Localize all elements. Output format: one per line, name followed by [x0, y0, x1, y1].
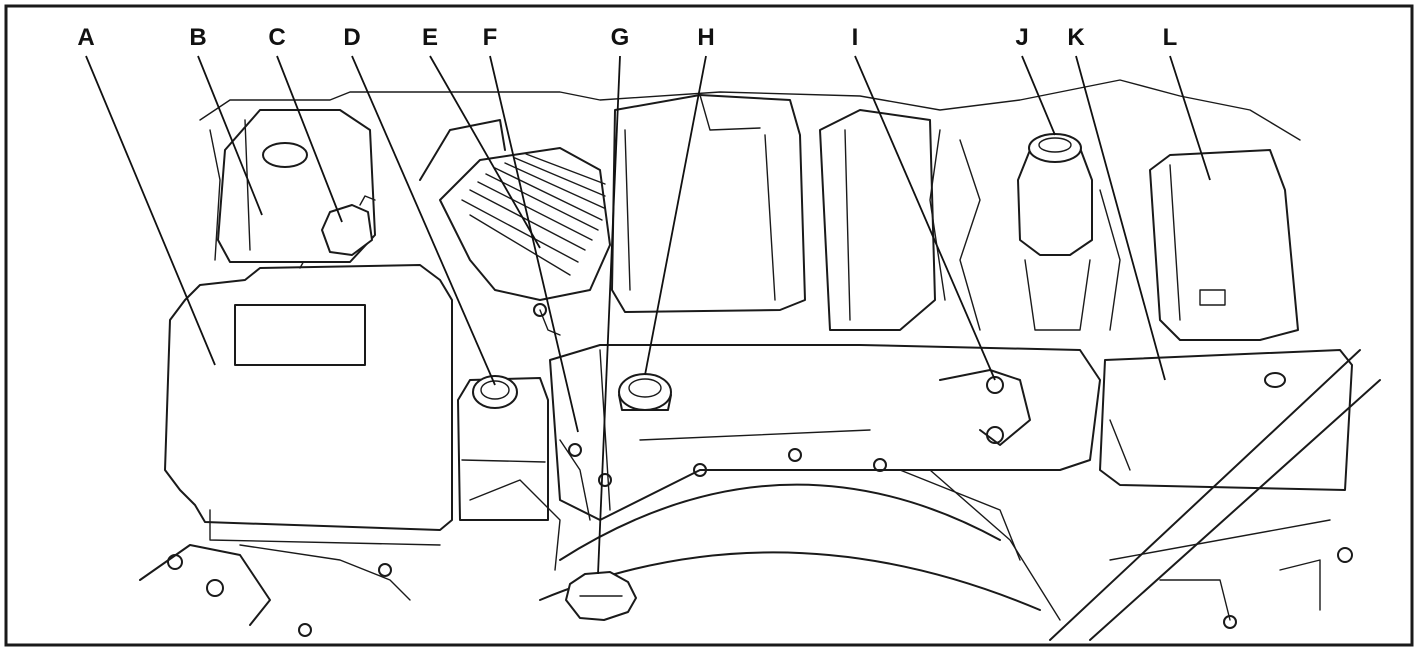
callout-label-d: D [343, 24, 360, 51]
callout-label-c: C [268, 24, 285, 51]
callout-labels: A B C D E F G H I J K L [77, 24, 1177, 51]
leader-line-h [644, 55, 707, 376]
leader-line-j [1021, 55, 1056, 136]
callout-label-b: B [189, 24, 206, 51]
leader-line-i [854, 55, 996, 381]
callout-label-g: G [611, 24, 630, 51]
power-steering-reservoir [1017, 133, 1093, 331]
callout-label-j: J [1015, 24, 1028, 51]
leader-line-c [276, 55, 343, 223]
callout-label-a: A [77, 24, 94, 51]
fender-rails [1049, 349, 1381, 641]
callout-label-l: L [1163, 24, 1178, 51]
callout-leaders [85, 55, 1211, 575]
leader-line-e [429, 55, 541, 249]
callout-label-f: F [483, 24, 498, 51]
oil-filler-cap-h [618, 373, 672, 411]
air-cleaner-housing [164, 247, 453, 546]
leader-line-d [351, 55, 496, 386]
leader-line-g [597, 55, 621, 575]
leader-line-k [1075, 55, 1166, 381]
plenum-right [819, 109, 936, 331]
left-lower-bracket [139, 479, 561, 637]
hose-cluster [929, 129, 1121, 446]
engine-artwork [139, 79, 1381, 641]
fuse-box [1149, 149, 1299, 341]
reservoir-cap [321, 195, 376, 256]
leader-line-b [197, 55, 263, 216]
dipstick-tubes [533, 303, 591, 521]
battery [1099, 349, 1353, 491]
figure-border [4, 4, 1414, 647]
leader-line-f [489, 55, 579, 433]
leader-line-l [1169, 55, 1211, 181]
callout-label-i: I [852, 24, 859, 51]
leader-line-a [85, 55, 216, 366]
callout-label-e: E [422, 24, 438, 51]
valve-cover [549, 344, 1101, 521]
intake-plenum [611, 94, 806, 313]
coolant-reservoir [457, 375, 549, 521]
intake-air-duct [419, 119, 611, 301]
radiator-cap [565, 571, 637, 621]
callout-label-h: H [697, 24, 714, 51]
callout-label-k: K [1067, 24, 1085, 51]
